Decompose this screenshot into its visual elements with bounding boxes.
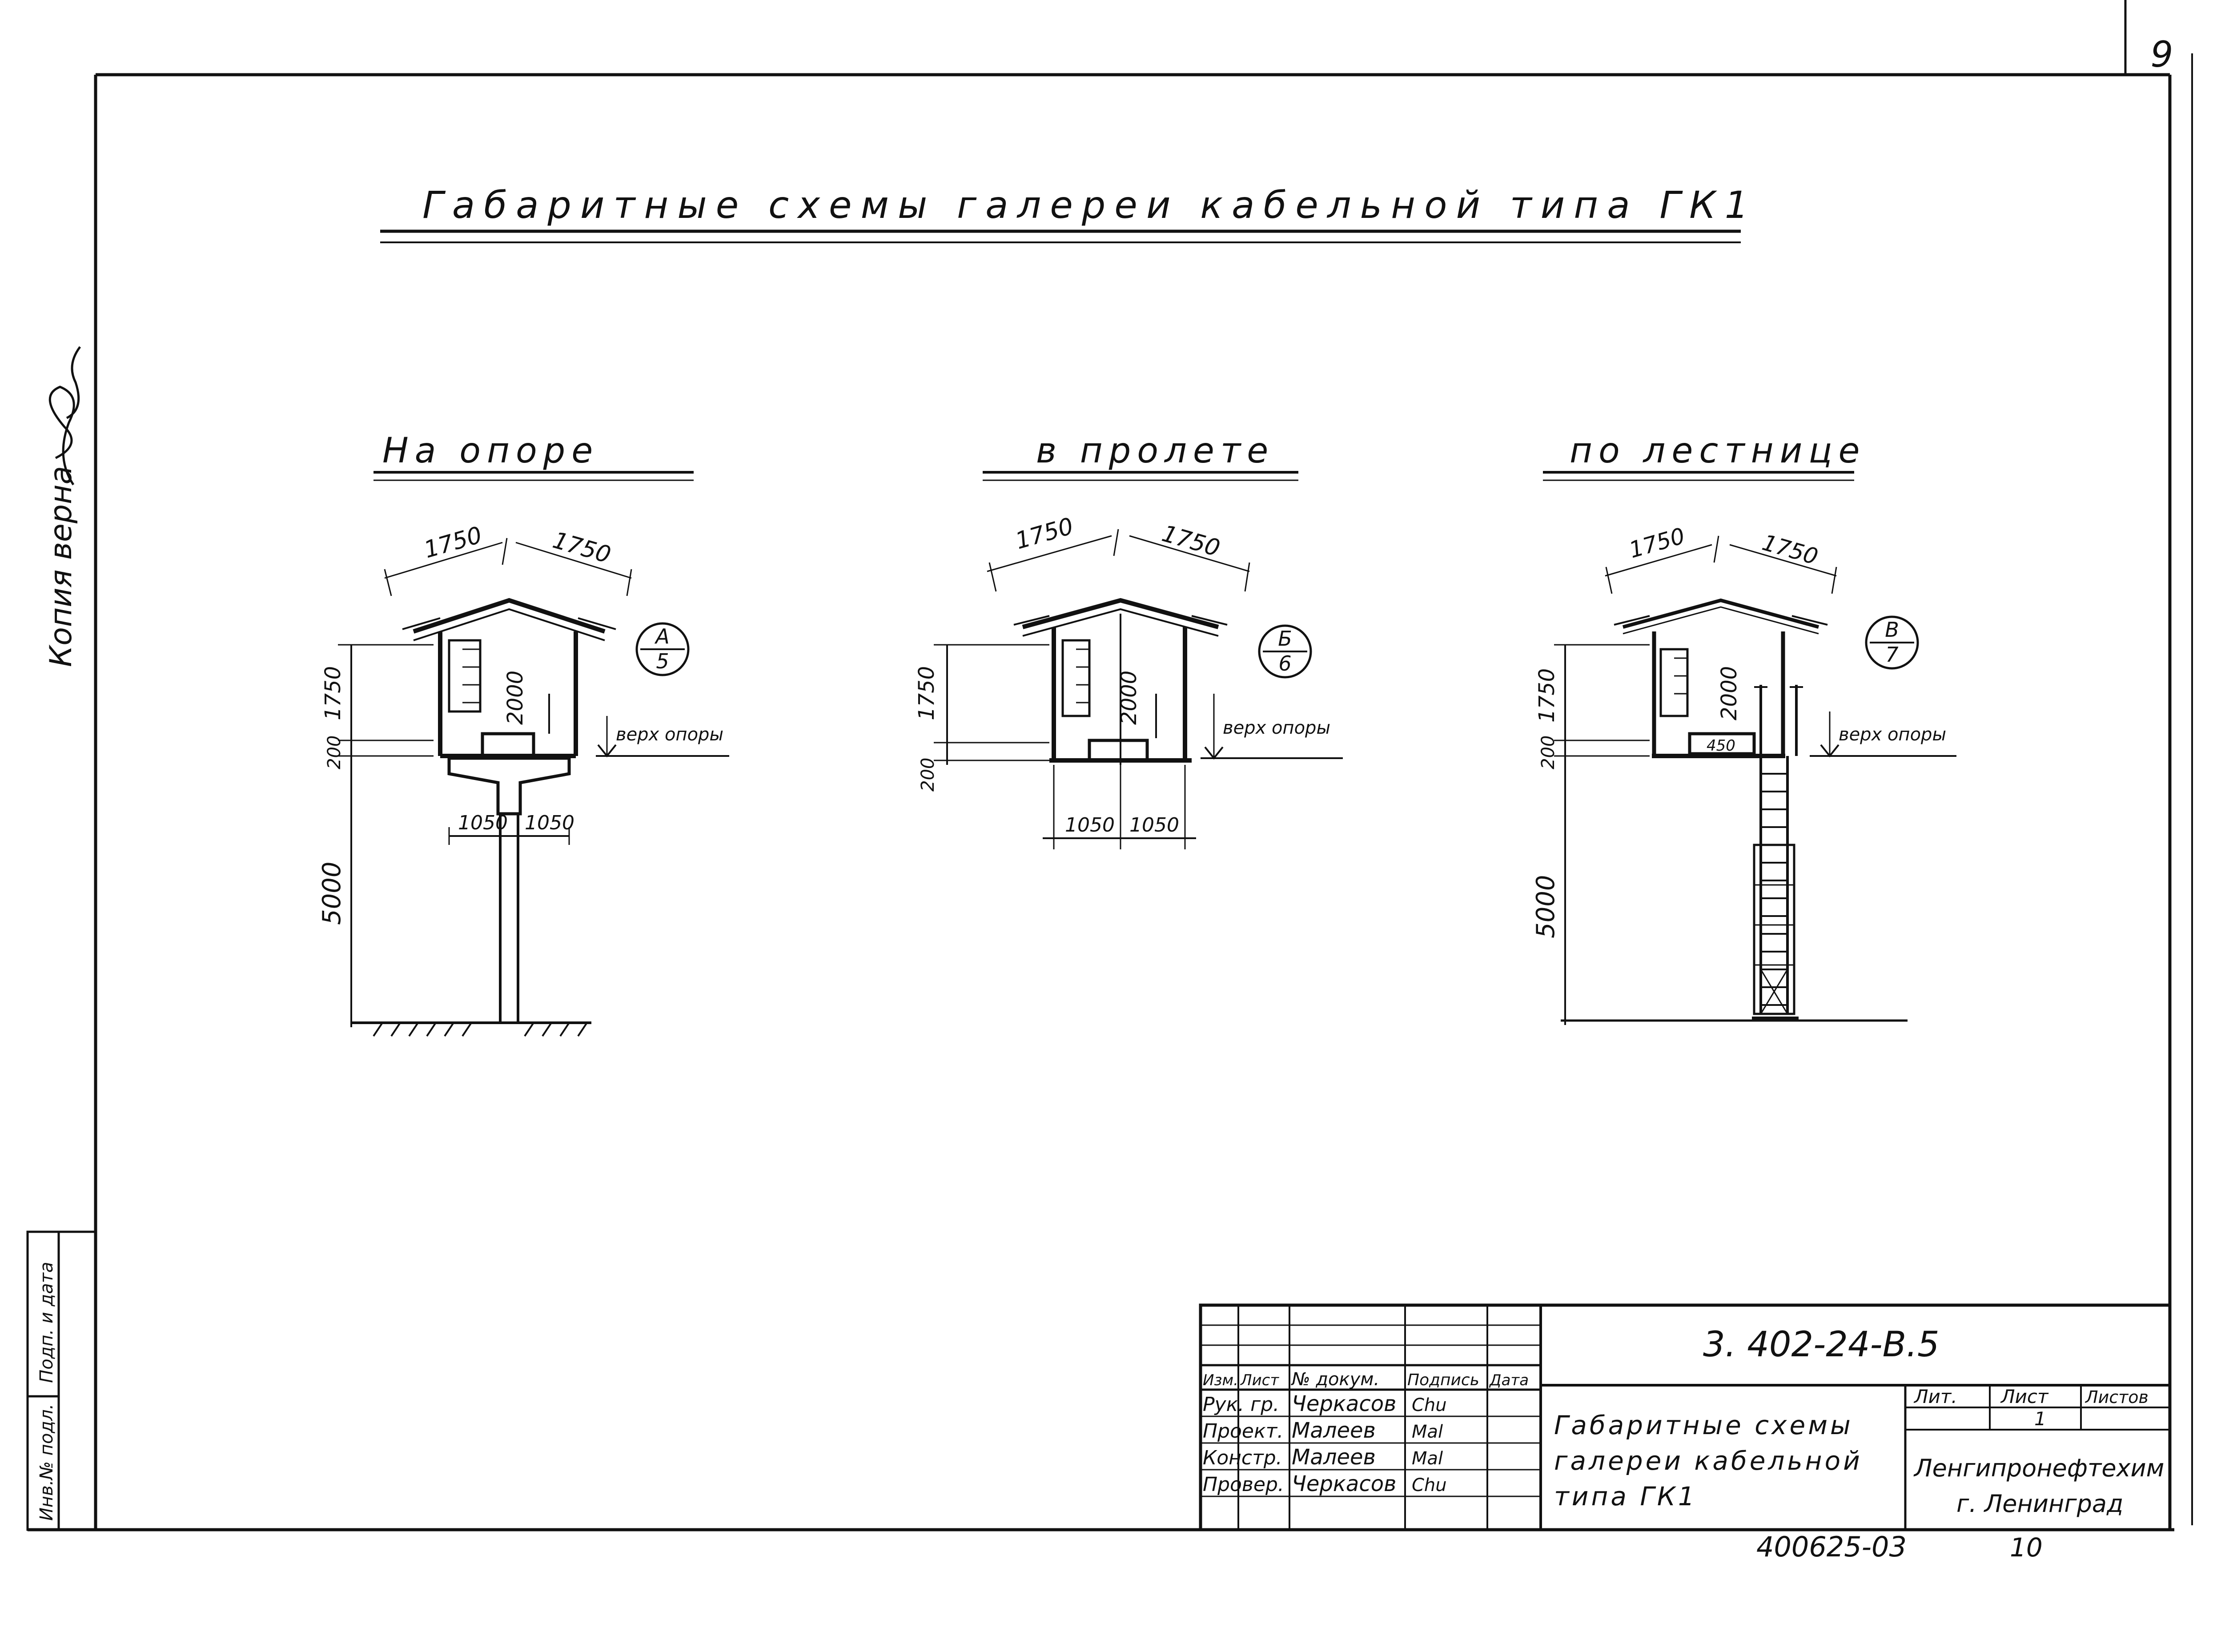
callout-bottom: 7 xyxy=(1885,643,1898,667)
dim-height-small: 200 xyxy=(324,736,345,769)
view-by-ladder: по лестнице 1750 1750 450 xyxy=(1531,431,1956,1025)
side-stamp-sign: Подп. и дата xyxy=(36,1262,57,1383)
row-sign: Mal xyxy=(1412,1422,1443,1442)
dim-deck: 450 xyxy=(1707,737,1735,755)
callout-top: Б xyxy=(1278,627,1292,651)
row-role: Провер. xyxy=(1203,1473,1284,1496)
row-role: Проект. xyxy=(1203,1420,1283,1443)
extra-number: 10 xyxy=(2010,1532,2043,1563)
row-role: Констр. xyxy=(1203,1447,1282,1469)
sheet-value: 1 xyxy=(2034,1408,2046,1430)
dim-height-left: 1750 xyxy=(321,666,345,720)
row-sign: Mal xyxy=(1412,1448,1443,1469)
row-sign: Chu xyxy=(1412,1395,1447,1415)
org-city: г. Ленинград xyxy=(1956,1490,2123,1518)
dim-inner: 2000 xyxy=(1117,671,1141,725)
dim-roof-right: 1750 xyxy=(1159,520,1223,562)
dim-height-small: 200 xyxy=(1538,736,1558,769)
row-name: Малеев xyxy=(1292,1445,1376,1470)
description-line-3: типа ГК1 xyxy=(1554,1481,1697,1511)
header-list: Лист xyxy=(1240,1371,1279,1389)
dim-base-right: 1050 xyxy=(525,812,574,834)
callout-top: В xyxy=(1885,618,1899,642)
dim-roof-right: 1750 xyxy=(1759,530,1821,570)
sheet-frame xyxy=(28,0,2193,1531)
drawing-code: 3. 402-24-В.5 xyxy=(1703,1325,1940,1365)
view-title: по лестнице xyxy=(1570,431,1866,471)
dim-height-left: 1750 xyxy=(1534,668,1559,723)
row-name: Малеев xyxy=(1292,1418,1376,1443)
level-label: верх опоры xyxy=(1223,718,1330,738)
row-sign: Chu xyxy=(1412,1475,1447,1495)
header-izm: Изм. xyxy=(1203,1371,1238,1389)
callout-top: А xyxy=(654,624,669,648)
dim-height-small: 200 xyxy=(918,758,938,792)
dim-inner: 2000 xyxy=(503,671,528,725)
callout-bottom: 6 xyxy=(1278,651,1291,675)
view-in-span: в пролете 1750 1750 1750 200 xyxy=(914,431,1343,849)
view-title: На опоре xyxy=(382,431,599,471)
page-number: 9 xyxy=(2151,34,2173,75)
dim-column: 5000 xyxy=(1531,875,1560,938)
dim-inner: 2000 xyxy=(1717,666,1742,720)
side-stamp xyxy=(26,1230,96,1531)
header-sign: Подпись xyxy=(1407,1371,1479,1389)
margin-note: Копия верна xyxy=(44,466,79,667)
sheet-title: Габаритные схемы галереи кабельной типа … xyxy=(422,183,1757,227)
dim-column: 5000 xyxy=(317,861,346,925)
level-label: верх опоры xyxy=(616,724,723,745)
dim-height-left: 1750 xyxy=(914,666,939,720)
sheets-label: Листов xyxy=(2084,1387,2149,1407)
level-label: верх опоры xyxy=(1839,724,1946,745)
dim-base-left: 1050 xyxy=(1065,814,1115,836)
title-block xyxy=(1199,1303,2172,1531)
org-name: Ленгипронефтехим xyxy=(1913,1454,2164,1482)
description-line-1: Габаритные схемы xyxy=(1554,1410,1853,1440)
description-line-2: галереи кабельной xyxy=(1554,1446,1863,1476)
sheet-label: Лист xyxy=(2000,1386,2049,1407)
archive-number: 400625-03 xyxy=(1756,1531,1907,1563)
side-stamp-inv: Инв.№ подл. xyxy=(36,1404,57,1521)
row-role: Рук. гр. xyxy=(1203,1393,1279,1416)
dim-base-right: 1050 xyxy=(1129,814,1179,836)
dim-roof-left: 1750 xyxy=(1626,523,1687,563)
view-title: в пролете xyxy=(1036,431,1274,471)
row-name: Черкасов xyxy=(1292,1391,1396,1416)
header-doc: № докум. xyxy=(1291,1369,1379,1390)
callout-bottom: 5 xyxy=(656,649,669,673)
dim-base-left: 1050 xyxy=(458,812,508,834)
header-date: Дата xyxy=(1489,1371,1529,1389)
row-name: Черкасов xyxy=(1292,1471,1396,1496)
margin-signature xyxy=(48,346,81,486)
view-on-support: На опоре 1750 1750 xyxy=(317,431,729,1037)
lit-label: Лит. xyxy=(1913,1386,1957,1407)
